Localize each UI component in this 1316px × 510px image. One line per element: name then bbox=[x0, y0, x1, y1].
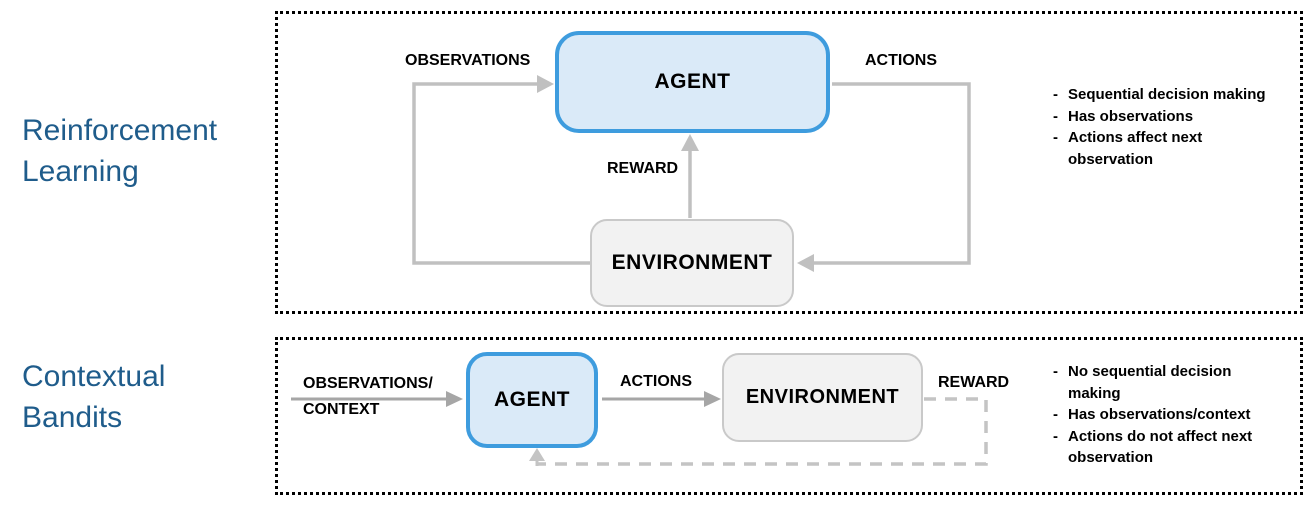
rl-actions-label: ACTIONS bbox=[865, 52, 937, 69]
cb-agent-box: AGENT bbox=[466, 352, 598, 448]
cb-notes-list: - No sequential decision making - Has ob… bbox=[1047, 361, 1283, 469]
cb-environment-box: ENVIRONMENT bbox=[722, 353, 923, 442]
cb-section-title: Contextual Bandits bbox=[22, 356, 165, 438]
rl-agent-label: AGENT bbox=[654, 70, 731, 93]
cb-note-text: Actions do not affect next observation bbox=[1068, 427, 1253, 467]
bullet-dash: - bbox=[1053, 107, 1058, 125]
cb-actions-label: ACTIONS bbox=[620, 373, 692, 390]
cb-note-text: Has observations/context bbox=[1068, 406, 1251, 423]
bullet-dash: - bbox=[1053, 363, 1058, 380]
rl-title-line-1: Reinforcement bbox=[22, 114, 218, 147]
rl-note-item: - Has observations bbox=[1047, 106, 1283, 128]
cb-note-item: - Actions do not affect next observation bbox=[1047, 426, 1283, 469]
rl-note-item: - Sequential decision making bbox=[1047, 84, 1283, 106]
cb-title-line-2: Bandits bbox=[22, 401, 123, 434]
cb-title-line-1: Contextual bbox=[22, 360, 166, 393]
rl-observations-label: OBSERVATIONS bbox=[405, 52, 531, 69]
cb-observations-label-line-2: CONTEXT bbox=[303, 401, 380, 418]
rl-note-text: Sequential decision making bbox=[1068, 86, 1266, 103]
rl-title-line-2: Learning bbox=[22, 155, 139, 188]
cb-environment-label: ENVIRONMENT bbox=[745, 386, 900, 408]
cb-observations-label-line-1: OBSERVATIONS/ bbox=[303, 375, 433, 392]
rl-environment-box: ENVIRONMENT bbox=[590, 219, 794, 307]
cb-frame bbox=[275, 337, 1303, 495]
rl-note-item: - Actions affect next observation bbox=[1047, 127, 1283, 170]
cb-reward-label: REWARD bbox=[938, 374, 1010, 391]
bullet-dash: - bbox=[1053, 427, 1058, 445]
rl-frame bbox=[275, 11, 1303, 314]
cb-note-item: - No sequential decision making bbox=[1047, 361, 1283, 404]
bullet-dash: - bbox=[1053, 129, 1058, 146]
rl-section-title: Reinforcement Learning bbox=[22, 110, 217, 192]
rl-notes-list: - Sequential decision making - Has obser… bbox=[1047, 84, 1283, 170]
rl-agent-box: AGENT bbox=[555, 31, 830, 133]
rl-note-text: Has observations bbox=[1068, 107, 1194, 125]
cb-note-item: - Has observations/context bbox=[1047, 404, 1283, 426]
rl-environment-label: ENVIRONMENT bbox=[611, 251, 773, 274]
rl-reward-label: REWARD bbox=[607, 160, 679, 177]
cb-agent-label: AGENT bbox=[494, 388, 570, 411]
cb-observations-label: OBSERVATIONS/ CONTEXT bbox=[303, 371, 433, 423]
bullet-dash: - bbox=[1053, 86, 1058, 103]
rl-note-text: Actions affect next observation bbox=[1068, 129, 1203, 168]
bullet-dash: - bbox=[1053, 406, 1058, 423]
cb-note-text: No sequential decision making bbox=[1068, 363, 1232, 402]
